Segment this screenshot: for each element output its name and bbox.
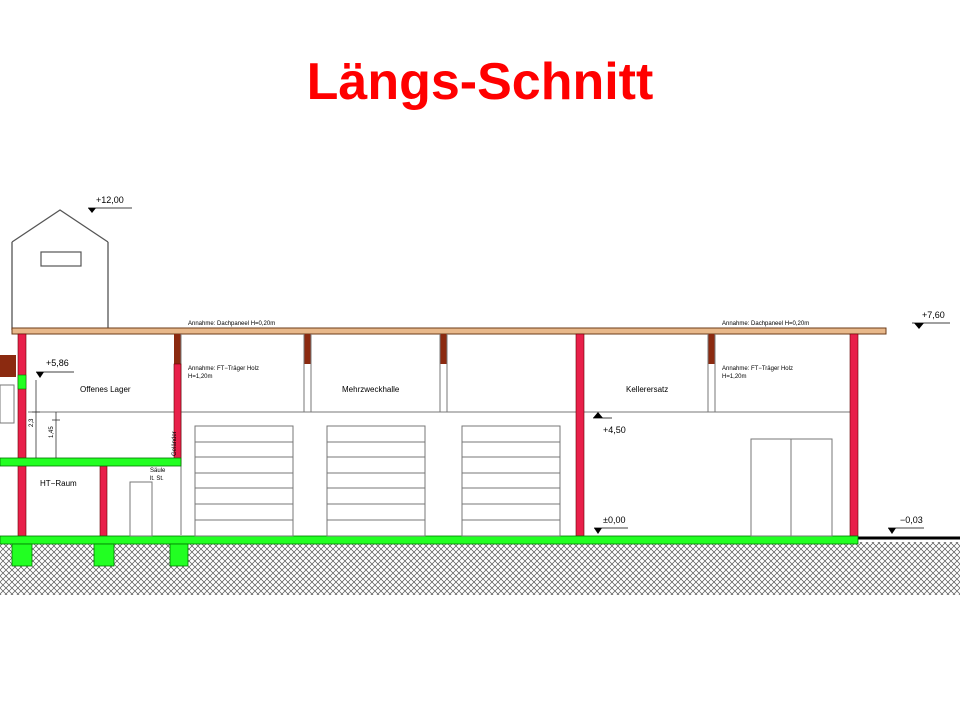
note-roof-right: Annahme: Dachpaneel H=0,20m: [722, 321, 809, 327]
note-beam-left-1: Annahme: FT−Träger Holz: [188, 366, 259, 372]
foundations: [11, 543, 189, 567]
gates: [194, 425, 561, 537]
roof-beams: [174, 334, 715, 364]
longitudinal-section-drawing: +12,00 +7,60 +5,86 +4,50 ±0,00 −0,03 Off…: [0, 195, 960, 595]
level-upper-floor: +5,86: [46, 358, 69, 368]
note-beam-right-1: Annahme: FT−Träger Holz: [722, 366, 793, 372]
tower: [11, 209, 109, 330]
note-beam-right-2: H=1,20m: [722, 374, 747, 380]
room-keller: Kellerersatz: [626, 385, 668, 394]
level-outside: −0,03: [900, 515, 923, 525]
level-ground: ±0,00: [603, 515, 625, 525]
level-top: +12,00: [96, 195, 124, 205]
slide-title: Längs-Schnitt: [306, 53, 654, 111]
roof-slab: [11, 327, 887, 335]
ground-floor-slab: [0, 535, 859, 545]
upper-floor-slab: [0, 457, 182, 467]
level-markers: [36, 207, 950, 534]
door-keller: [750, 438, 833, 537]
level-roof: +7,60: [922, 310, 945, 320]
room-lager: Offenes Lager: [80, 385, 131, 394]
level-mid: +4,50: [603, 425, 626, 435]
room-halle: Mehrzweckhalle: [342, 385, 400, 394]
ground-hatch: [0, 542, 960, 595]
note-beam-left-2: H=1,20m: [188, 374, 213, 380]
tower-window: [40, 251, 82, 267]
room-ht: HT−Raum: [40, 479, 77, 488]
columns: [17, 333, 859, 537]
note-column-1: Säule: [150, 468, 166, 474]
door-ht: [129, 481, 153, 537]
dim-b: 1,45: [49, 426, 55, 438]
note-column-2: lt. St.: [150, 476, 164, 482]
note-railing: Geländer: [172, 431, 178, 456]
note-roof-left: Annahme: Dachpaneel H=0,20m: [188, 321, 275, 327]
dim-a: 2,3: [29, 418, 35, 427]
